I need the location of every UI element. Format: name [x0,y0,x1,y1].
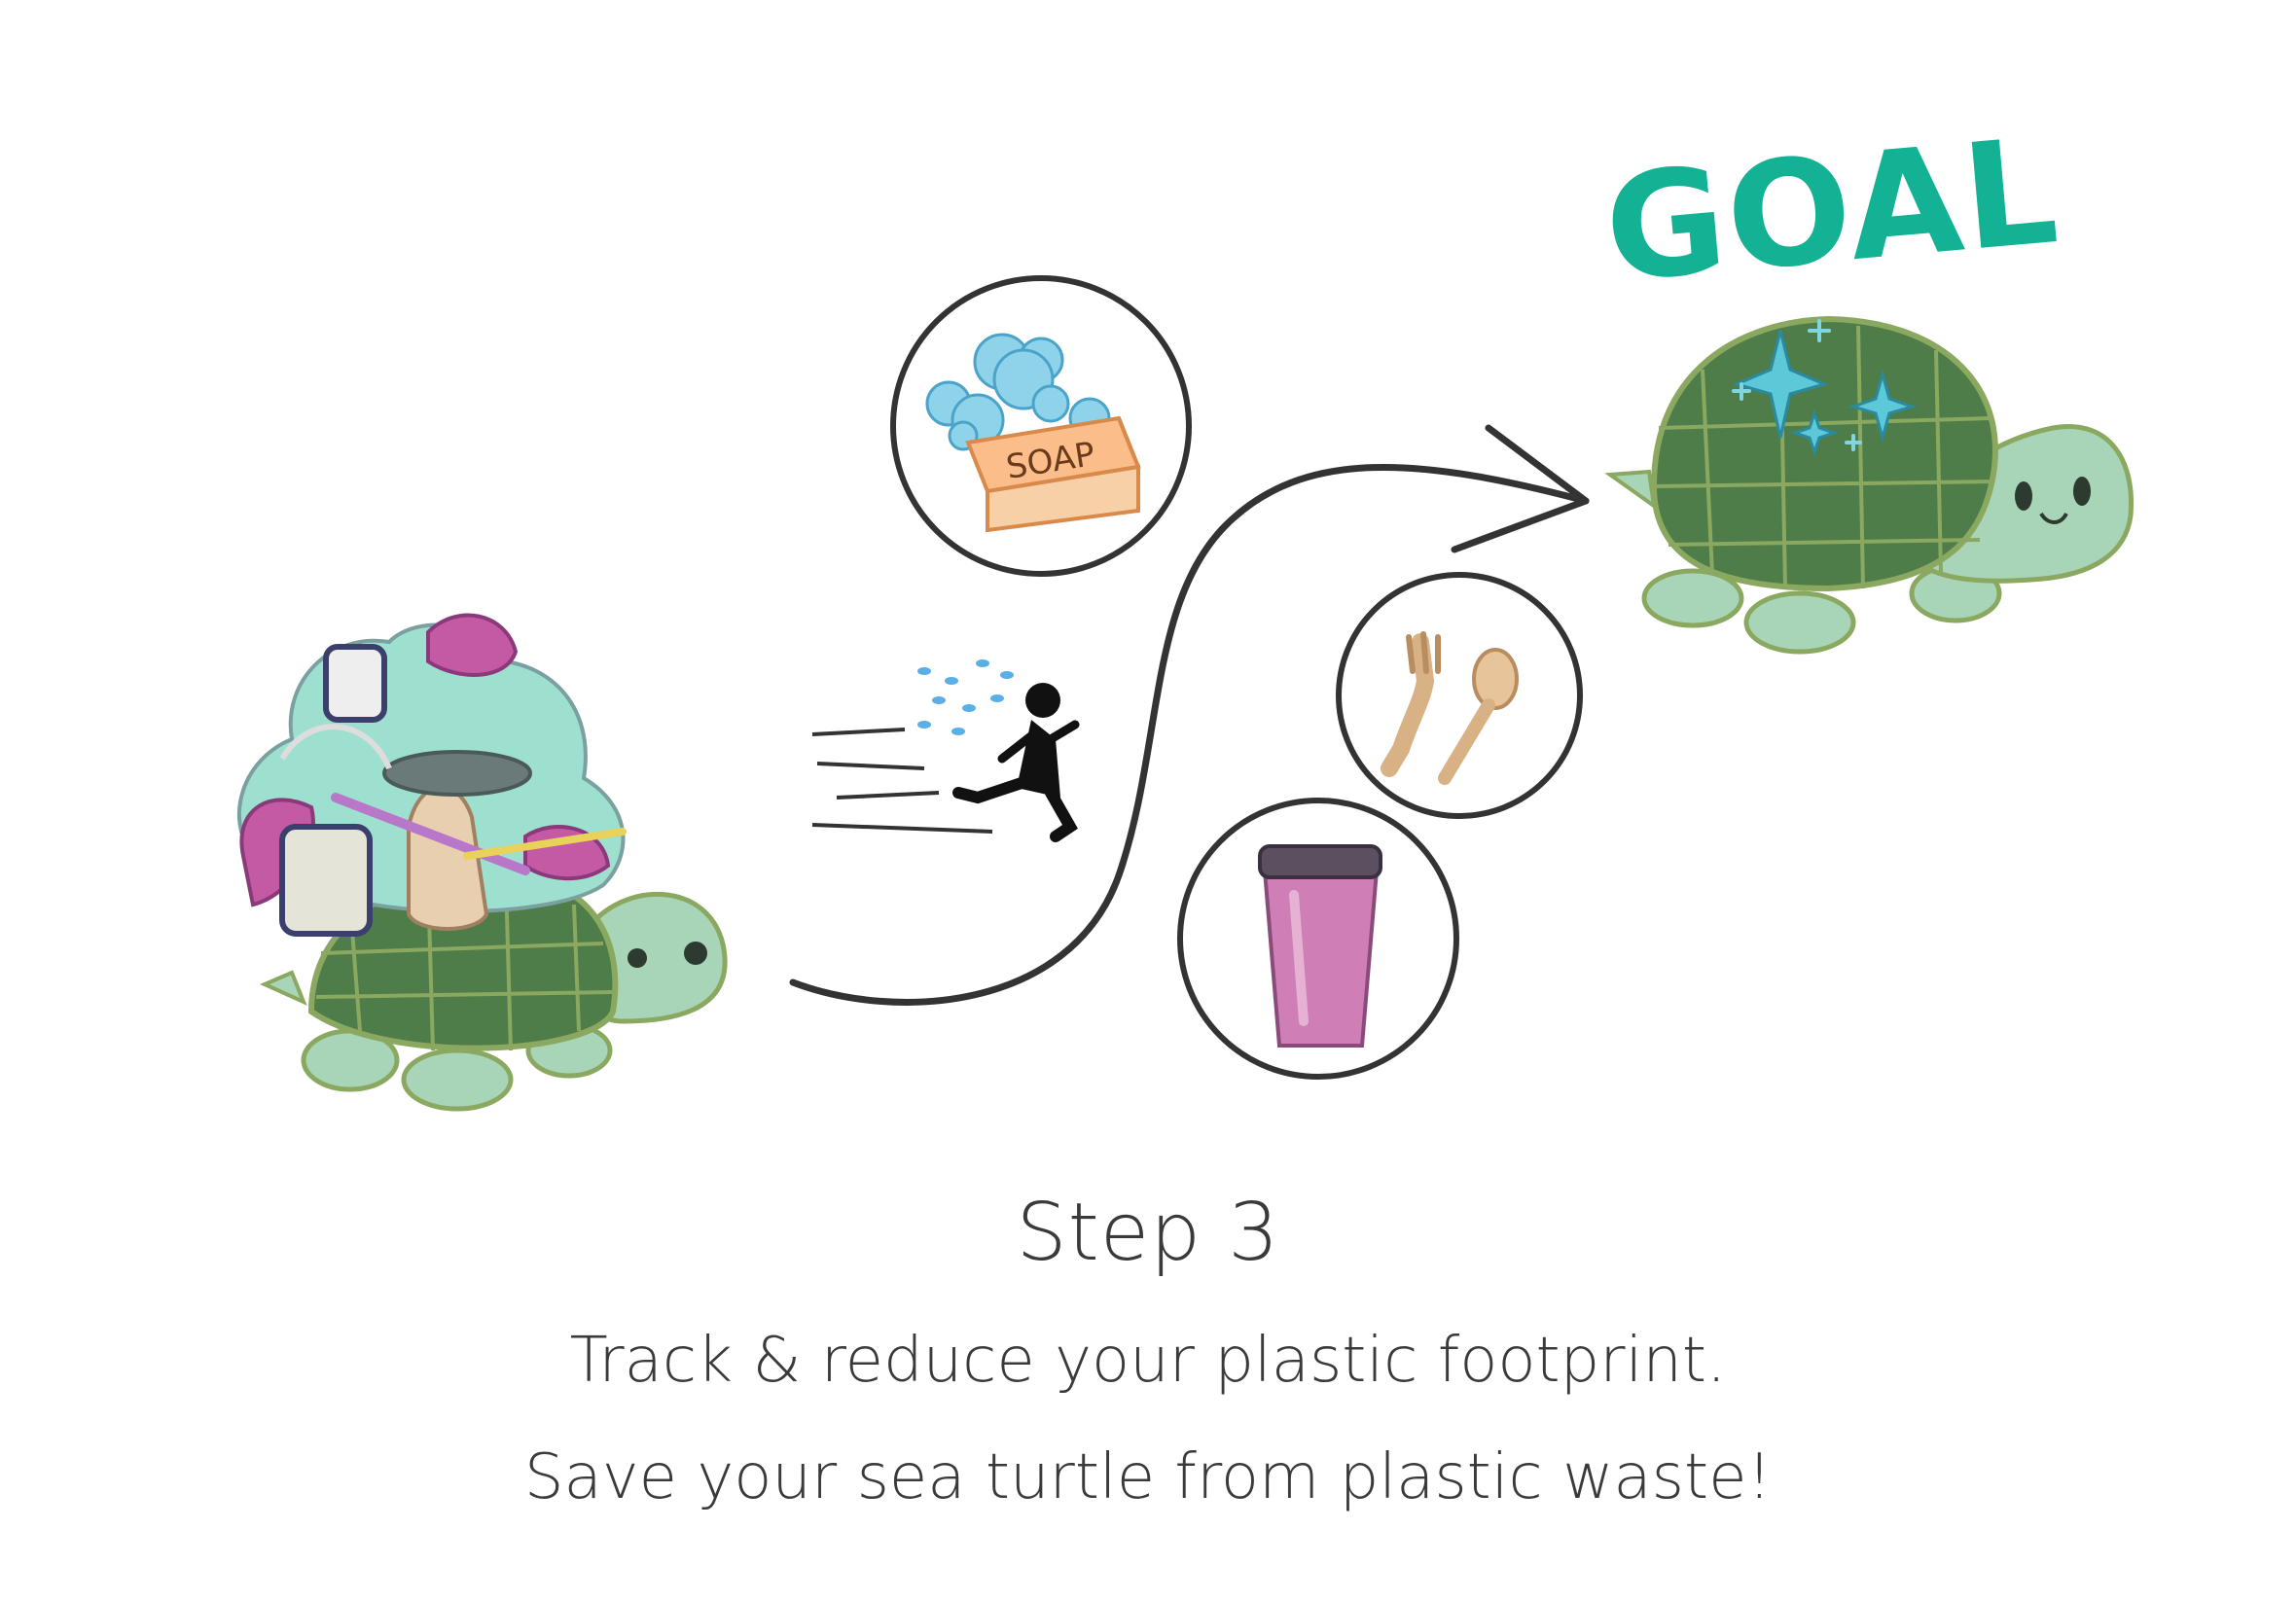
wooden-utensils-icon [1336,572,1583,819]
step-description-line-1: Track & reduce your plastic footprint. [569,1325,1727,1397]
clean-turtle-illustration [1604,315,2135,655]
running-person-icon [811,659,1080,842]
reusable-cup-icon [1177,798,1459,1080]
step-title: Step 3 [1016,1187,1280,1279]
polluted-turtle-illustration [236,613,728,1112]
soap-bar-icon: SOAP [890,275,1192,577]
curved-arrow-icon [789,424,1590,1006]
step-description-line-2: Save your sea turtle from plastic waste! [523,1441,1773,1513]
